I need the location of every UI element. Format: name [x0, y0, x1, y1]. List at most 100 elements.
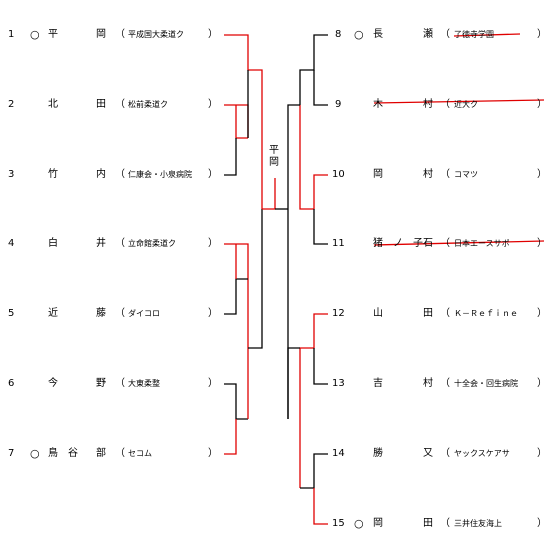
club-name: コマツ	[454, 170, 478, 179]
club-name: 立命館柔道ク	[128, 239, 176, 248]
paren-open: （	[115, 308, 125, 319]
bracket-line	[248, 209, 263, 349]
entry-number: 15	[332, 518, 345, 529]
seed-mark: ○	[354, 517, 364, 530]
athlete-surname: 岡	[373, 169, 383, 180]
bracket-line	[287, 347, 300, 419]
entry-number: 11	[332, 238, 345, 249]
bracket-line	[224, 278, 248, 315]
final-line-win	[262, 178, 276, 210]
bracket-line-win	[224, 419, 237, 455]
athlete-surname: 長	[373, 29, 383, 40]
bracket-line-win	[235, 105, 248, 139]
athlete-given-name: 村	[423, 99, 433, 110]
athlete-given-name: 内	[96, 169, 106, 180]
athlete-surname: 竹	[48, 169, 58, 180]
paren-open: （	[115, 378, 125, 389]
club-name: 平成国大柔道ク	[128, 30, 184, 39]
athlete-given-name: 瀬	[423, 29, 433, 40]
athlete-surname: 白	[48, 238, 58, 249]
strike-line	[373, 240, 545, 246]
athlete-surname: 勝	[373, 448, 383, 459]
bracket-line-win	[313, 488, 328, 525]
bracket-line-win	[224, 243, 249, 348]
strike-line	[453, 33, 521, 37]
paren-open: （	[440, 238, 450, 249]
paren-close: ）	[537, 238, 547, 249]
club-name: 十全会・回生病院	[454, 379, 518, 388]
club-name: 松前柔道ク	[128, 100, 168, 109]
athlete-given-name: 岡	[96, 29, 106, 40]
strike-line	[373, 99, 545, 104]
athlete-given-name: 村	[423, 378, 433, 389]
paren-open: （	[440, 518, 450, 529]
entry-number: 7	[8, 448, 15, 459]
paren-close: ）	[208, 169, 218, 180]
paren-close: ）	[208, 29, 218, 40]
athlete-surname: 木	[373, 99, 383, 110]
entry-number: 4	[8, 238, 15, 249]
club-name: 三井住友海上	[454, 519, 502, 528]
winner-label-2: 岡	[269, 157, 279, 168]
paren-open: （	[440, 99, 450, 110]
club-name: 近大ク	[454, 100, 478, 109]
paren-close: ）	[208, 99, 218, 110]
seed-mark: ○	[30, 28, 40, 41]
bracket-line	[313, 70, 328, 106]
club-name: Ｋ－Ｒｅｆｉｎｅ	[454, 309, 518, 318]
athlete-given-name: 田	[96, 99, 106, 110]
entry-number: 3	[8, 169, 15, 180]
entry-number: 5	[8, 308, 15, 319]
paren-open: （	[115, 238, 125, 249]
paren-open: （	[115, 448, 125, 459]
athlete-given-name: 田	[423, 308, 433, 319]
paren-open: （	[440, 448, 450, 459]
athlete-surname: 今	[48, 378, 58, 389]
paren-close: ）	[208, 378, 218, 389]
bracket-line	[313, 348, 328, 385]
entry-number: 13	[332, 378, 345, 389]
entry-number: 2	[8, 99, 15, 110]
paren-close: ）	[537, 518, 547, 529]
athlete-given-name: 又	[423, 448, 433, 459]
entry-number: 8	[335, 29, 342, 40]
paren-open: （	[115, 29, 125, 40]
athlete-given-name: 村	[423, 169, 433, 180]
club-name: 了徳寺学園	[454, 30, 494, 39]
paren-close: ）	[208, 238, 218, 249]
paren-open: （	[440, 169, 450, 180]
club-name: ダイコロ	[128, 309, 160, 318]
entry-number: 9	[335, 99, 342, 110]
athlete-given-name: 石	[423, 238, 433, 249]
paren-close: ）	[208, 448, 218, 459]
athlete-surname: 近	[48, 308, 58, 319]
athlete-given-name: 野	[96, 378, 106, 389]
athlete-given-name: 部	[96, 448, 106, 459]
athlete-given-name: 田	[423, 518, 433, 529]
bracket-line-win	[299, 105, 328, 210]
athlete-surname: 岡	[373, 518, 383, 529]
paren-open: （	[440, 308, 450, 319]
bracket-line	[224, 383, 248, 420]
paren-close: ）	[537, 308, 547, 319]
paren-close: ）	[208, 308, 218, 319]
bracket-line	[313, 209, 328, 245]
paren-open: （	[115, 169, 125, 180]
paren-close: ）	[537, 169, 547, 180]
club-name: 日本エースサポ	[454, 239, 510, 248]
bracket-line	[224, 138, 237, 176]
athlete-given-name: 井	[96, 238, 106, 249]
seed-mark: ○	[354, 28, 364, 41]
athlete-surname: 猪 ノ 子	[373, 238, 423, 249]
paren-close: ）	[537, 378, 547, 389]
athlete-surname: 北	[48, 99, 58, 110]
athlete-surname: 山	[373, 308, 383, 319]
entry-number: 10	[332, 169, 345, 180]
paren-open: （	[115, 99, 125, 110]
bracket-line-win	[224, 34, 263, 209]
club-name: ヤックスケアサ	[454, 449, 510, 458]
entry-number: 1	[8, 29, 15, 40]
club-name: セコム	[128, 449, 152, 458]
